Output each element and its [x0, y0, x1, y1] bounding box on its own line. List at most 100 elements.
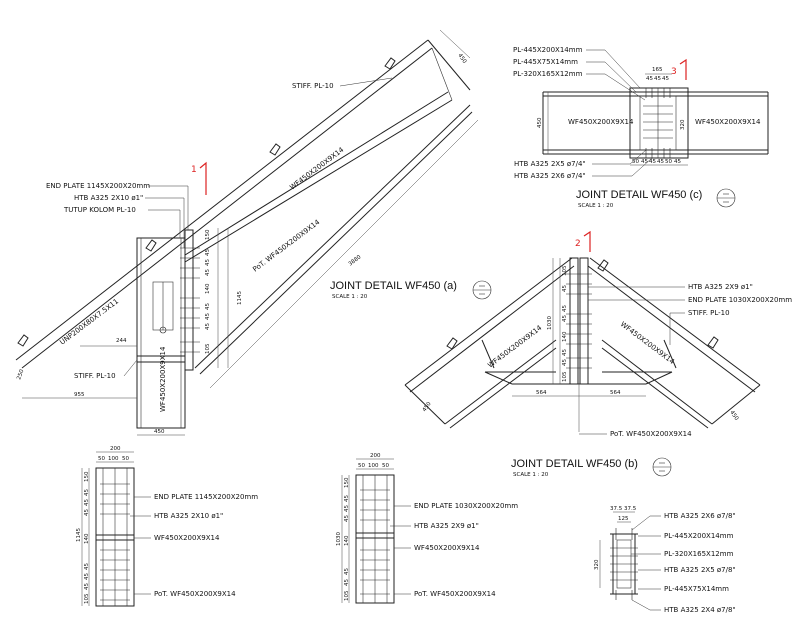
purlin-cleats-b: [446, 259, 719, 350]
svg-text:2: 2: [575, 239, 581, 249]
label-stiff-top: STIFF. PL-10: [292, 82, 334, 90]
svg-text:105: 105: [562, 265, 568, 276]
label-htb-b: HTB A325 2X9 ø1": [688, 283, 753, 291]
svg-text:140: 140: [344, 535, 350, 546]
svg-text:45: 45: [205, 269, 211, 276]
svg-text:1145: 1145: [237, 291, 243, 305]
splice-bolts-section-c: [610, 528, 638, 600]
bolt-spacing-dims-plate-b: 105 45 45 140 45 45 45 150: [344, 477, 350, 601]
purlin-cleats-a: [17, 57, 396, 347]
plate-bolts-a: [100, 483, 130, 601]
svg-text:140: 140: [562, 331, 568, 342]
svg-text:450: 450: [537, 117, 543, 128]
detail-callout-bubble-a: [472, 280, 492, 300]
svg-text:125: 125: [618, 516, 629, 522]
svg-text:105: 105: [344, 590, 350, 601]
svg-text:250: 250: [16, 368, 25, 380]
svg-text:200: 200: [370, 453, 381, 459]
svg-text:50: 50: [122, 456, 129, 462]
svg-text:244: 244: [116, 338, 127, 344]
svg-text:45: 45: [84, 563, 90, 570]
svg-text:165: 165: [652, 67, 663, 73]
svg-text:45: 45: [205, 249, 211, 256]
svg-text:45: 45: [84, 499, 90, 506]
svg-text:3880: 3880: [348, 254, 363, 268]
svg-text:150: 150: [344, 477, 350, 488]
label-rafter-a: WF450X200X9X14: [288, 146, 345, 192]
svg-text:3: 3: [671, 67, 677, 77]
title-detail-b: JOINT DETAIL WF450 (b): [511, 458, 638, 470]
label-end-plate-pb: END PLATE 1030X200X20mm: [414, 502, 518, 510]
scale-detail-b: SCALE 1 : 20: [513, 472, 549, 478]
label-pl2-pc: PL-320X165X12mm: [664, 550, 734, 558]
svg-text:140: 140: [84, 533, 90, 544]
svg-text:45: 45: [562, 359, 568, 366]
svg-text:37.5: 37.5: [610, 506, 623, 512]
scale-detail-c: SCALE 1 : 20: [578, 203, 614, 209]
label-tutup-kolom: TUTUP KOLOM PL-10: [63, 206, 136, 214]
label-column-a: WF450X200X9X14: [159, 346, 167, 412]
svg-text:45: 45: [344, 495, 350, 502]
svg-text:564: 564: [536, 390, 547, 396]
bolt-spacing-dims-a: 150 45 45 45 140 45 45 45 105: [205, 229, 211, 354]
svg-text:45: 45: [84, 509, 90, 516]
label-htb-pb: HTB A325 2X9 ø1": [414, 522, 479, 530]
svg-text:45: 45: [641, 159, 648, 165]
label-pot-a: PoT. WF450X200X9X14: [251, 218, 321, 274]
label-stiff-b: STIFF. PL-10: [688, 309, 730, 317]
label-end-plate-b: END PLATE 1030X200X20mm: [688, 296, 792, 304]
label-htb1-pc: HTB A325 2X6 ø7/8": [664, 512, 736, 520]
scale-detail-a: SCALE 1 : 20: [332, 294, 368, 300]
label-htb-a: HTB A325 2X10 ø1": [74, 194, 143, 202]
svg-text:105: 105: [205, 343, 211, 354]
svg-text:140: 140: [205, 283, 211, 294]
svg-text:45: 45: [205, 313, 211, 320]
splice-bolts-c: [643, 88, 673, 158]
svg-text:45: 45: [649, 159, 656, 165]
svg-text:45: 45: [205, 323, 211, 330]
svg-text:320: 320: [594, 559, 600, 570]
label-pot-b: PoT. WF450X200X9X14: [610, 430, 692, 438]
svg-text:45: 45: [662, 76, 669, 82]
end-plate-bolts-b: [566, 273, 592, 369]
label-htb1-c: HTB A325 2X5 ø7/4": [514, 160, 586, 168]
label-pl2-c: PL-445X75X14mm: [513, 58, 578, 66]
bolt-spacing-dims-plate-a: 105 45 45 45 140 45 45 45 150: [84, 471, 90, 604]
svg-text:37.5: 37.5: [624, 506, 637, 512]
label-end-plate-a: END PLATE 1145X200X20mm: [46, 182, 150, 190]
svg-text:100: 100: [108, 456, 119, 462]
label-pl3-c: PL-320X165X12mm: [513, 70, 583, 78]
svg-text:45: 45: [344, 568, 350, 575]
end-plate-elevation-a: 200 50 100 50 1145 105 45 45 45 140 45 4…: [76, 446, 258, 607]
svg-text:50: 50: [98, 456, 105, 462]
label-htb3-pc: HTB A325 2X4 ø7/8": [664, 606, 736, 614]
svg-text:50: 50: [665, 159, 672, 165]
svg-text:105: 105: [84, 593, 90, 604]
label-pl3-pc: PL-445X75X14mm: [664, 585, 729, 593]
label-end-plate-pa: END PLATE 1145X200X20mm: [154, 493, 258, 501]
svg-text:45: 45: [562, 305, 568, 312]
svg-text:1145: 1145: [76, 528, 82, 542]
svg-text:450: 450: [422, 401, 433, 413]
svg-text:1030: 1030: [336, 532, 342, 546]
label-htb2-pc: HTB A325 2X5 ø7/8": [664, 566, 736, 574]
svg-text:50: 50: [358, 463, 365, 469]
bolt-spacing-dims-b: 105 45 45 140 45 45 45 105: [562, 265, 568, 382]
splice-section-c: 37.5 37.5 125 320 HTB A325 2X6 ø7/8" PL-…: [594, 506, 736, 614]
svg-text:200: 200: [110, 446, 121, 452]
joint-detail-b: 2 HTB A325 2X9 ø1" END PLATE 1030X200X20…: [404, 230, 792, 478]
section-cut-marker-1: 1: [191, 161, 207, 195]
label-beam-pb: WF450X200X9X14: [414, 544, 480, 552]
svg-text:45: 45: [562, 285, 568, 292]
svg-text:45: 45: [84, 583, 90, 590]
svg-text:150: 150: [84, 471, 90, 482]
label-pl1-pc: PL-445X200X14mm: [664, 532, 734, 540]
plate-bolts-b: [360, 489, 390, 595]
svg-text:450: 450: [456, 53, 467, 65]
section-cut-marker-3: 3: [671, 58, 687, 80]
svg-text:50: 50: [382, 463, 389, 469]
label-pl1-c: PL-445X200X14mm: [513, 46, 583, 54]
svg-text:45: 45: [674, 159, 681, 165]
label-htb2-c: HTB A325 2X6 ø7/4": [514, 172, 586, 180]
